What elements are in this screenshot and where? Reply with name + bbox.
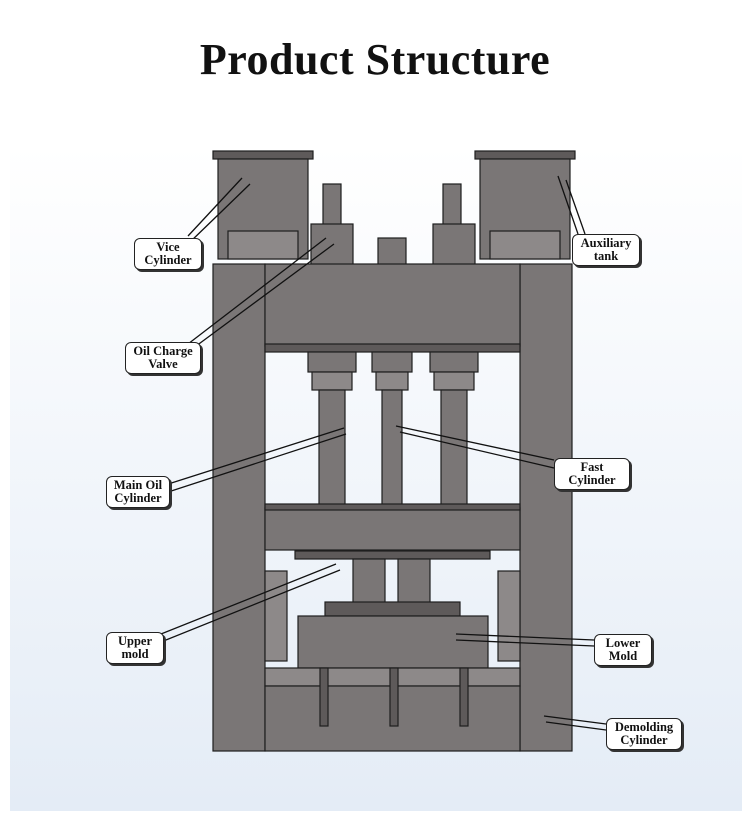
main-oil-cylinder-left: [318, 389, 346, 509]
vice-cylinder-cap: [212, 150, 314, 160]
label-lower-mold: Lower Mold: [594, 634, 652, 666]
leader-upper-mold: [155, 563, 341, 645]
fast-cylinder-collar: [375, 371, 409, 391]
leader-demolding-cylinder: [543, 715, 607, 731]
valve-rod-right: [442, 183, 462, 227]
label-demolding-cylinder: Demolding Cylinder: [606, 718, 682, 750]
leader-main-oil-cylinder: [161, 427, 347, 495]
leader-auxiliary-tank: [557, 175, 586, 235]
oil-charge-valve-right: [432, 223, 476, 267]
main-cylinder-head-left: [307, 351, 357, 373]
top-crossbeam: [264, 263, 521, 347]
upper-mold-post-left: [352, 558, 386, 605]
upper-mold-post-right: [397, 558, 431, 605]
leader-vice-cylinder: [187, 177, 251, 245]
main-oil-cylinder-right: [440, 389, 468, 509]
leader-lines: [155, 175, 607, 731]
leader-lower-mold: [455, 633, 595, 647]
auxiliary-tank-window: [489, 230, 561, 260]
auxiliary-tank-cap: [474, 150, 576, 160]
label-fast-cylinder: Fast Cylinder: [554, 458, 630, 490]
vice-cylinder-window: [227, 230, 299, 260]
main-cylinder-collar-left: [311, 371, 353, 391]
lower-mold-cover: [324, 601, 461, 617]
fast-cylinder-rod: [381, 389, 403, 509]
demolding-rod-2: [389, 667, 399, 727]
main-cylinder-head-right: [429, 351, 479, 373]
left-column: [212, 263, 266, 752]
label-vice-cylinder: Vice Cylinder: [134, 238, 202, 270]
demolding-rod-3: [459, 667, 469, 727]
label-upper-mold: Upper mold: [106, 632, 164, 664]
demolding-rod-1: [319, 667, 329, 727]
right-column: [519, 263, 573, 752]
crossbeam-plate: [264, 343, 521, 353]
lower-mold: [297, 615, 489, 669]
valve-rod-left: [322, 183, 342, 227]
main-cylinder-collar-right: [433, 371, 475, 391]
machine-body: [212, 150, 576, 752]
leader-fast-cylinder: [395, 425, 555, 469]
machine-diagram: Vice Cylinder Auxiliary tank Oil Charge …: [10, 146, 742, 811]
upper-mold-plate: [294, 550, 491, 560]
moving-beam: [264, 507, 521, 551]
right-guide-bracket: [497, 570, 521, 662]
leader-oil-charge-valve: [187, 237, 335, 353]
moving-beam-plate: [264, 503, 521, 511]
page-title: Product Structure: [199, 35, 551, 84]
oil-charge-valve-center: [377, 237, 407, 267]
label-oil-charge-valve: Oil Charge Valve: [125, 342, 201, 374]
fast-cylinder-head: [371, 351, 413, 373]
label-auxiliary-tank: Auxiliary tank: [572, 234, 640, 266]
label-main-oil-cylinder: Main Oil Cylinder: [106, 476, 170, 508]
